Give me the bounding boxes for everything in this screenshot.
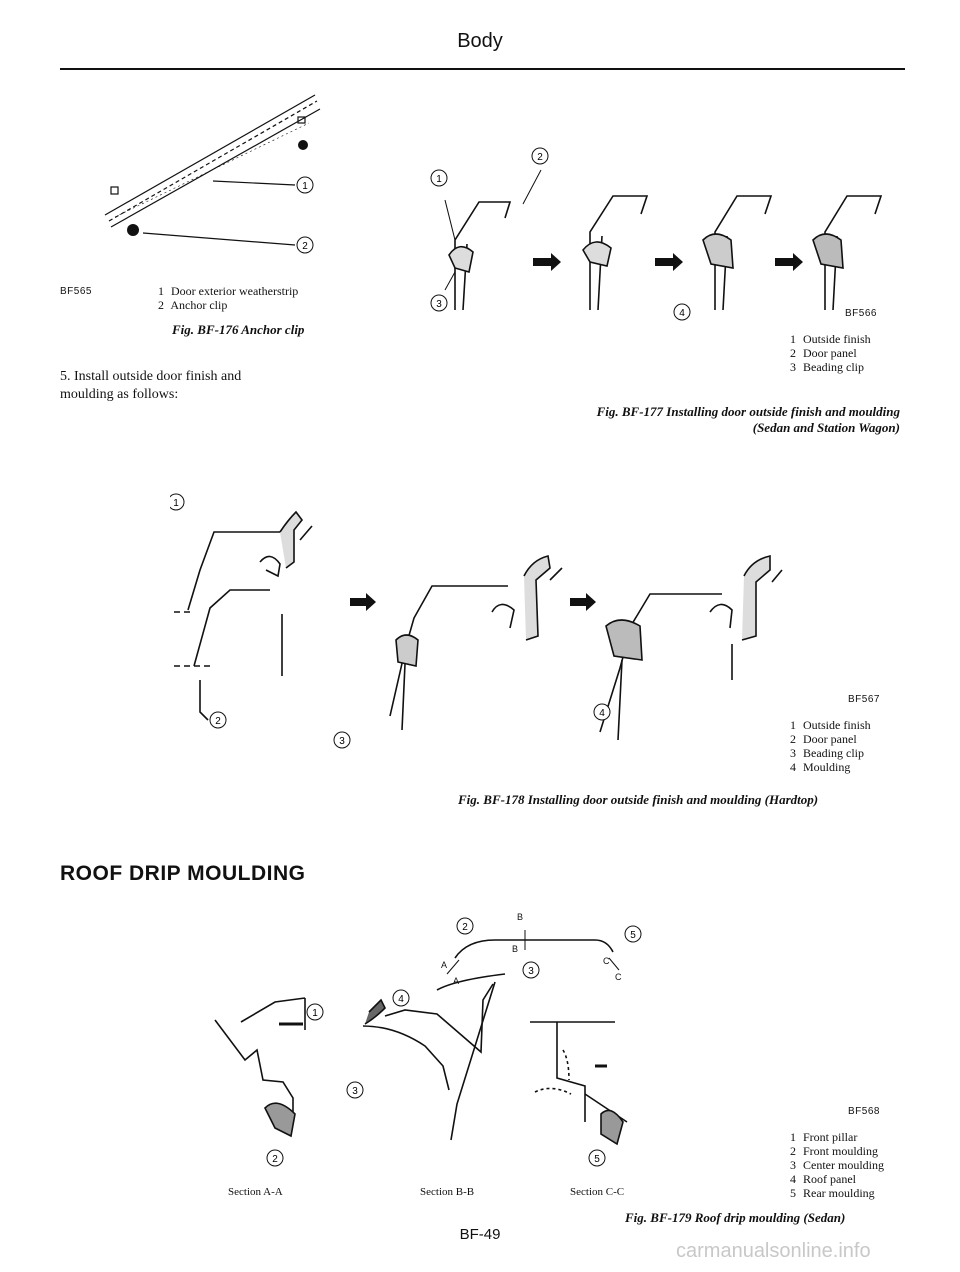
step-5-text: 5. Install outside door finish and mould… [60, 369, 242, 402]
fig176-caption: Fig. BF-176 Anchor clip [172, 322, 305, 337]
svg-text:4: 4 [398, 994, 404, 1005]
callout-2: 2 [209, 711, 227, 729]
svg-text:4: 4 [599, 708, 605, 719]
svg-text:2: 2 [462, 922, 468, 933]
legend-item: 1 Outside finish [790, 718, 871, 732]
roof-drip-moulding-illustration: A A B B C C 1 2 2 3 3 4 5 5 [214, 912, 642, 1167]
callout-2: 2 [456, 917, 474, 935]
legend-item: 1 Front pillar [790, 1130, 858, 1144]
svg-text:1: 1 [173, 498, 179, 509]
fig177-caption: Fig. BF-177 Installing door outside fini… [596, 404, 900, 435]
page-header-title: Body [457, 30, 503, 52]
legend-item: 5 Rear moulding [790, 1186, 875, 1200]
svg-text:2: 2 [302, 241, 308, 252]
callout-4: 4 [392, 989, 410, 1007]
callout-3: 3 [346, 1081, 364, 1099]
svg-text:3: 3 [339, 736, 345, 747]
anchor-clip-icon [298, 140, 308, 150]
callout-3: 3 [522, 961, 540, 979]
fig178-legend: 1 Outside finish 2 Door panel 3 Beading … [790, 718, 871, 774]
section-mark-c: C [603, 956, 610, 966]
svg-text:1: 1 [302, 181, 308, 192]
legend-item: 2 Door panel [790, 732, 857, 746]
svg-text:2: 2 [215, 716, 221, 727]
fig178-caption: Fig. BF-178 Installing door outside fini… [458, 792, 819, 807]
fig179-caption: Fig. BF-179 Roof drip moulding (Sedan) [625, 1210, 846, 1225]
section-mark-a: A [441, 960, 447, 970]
section-mark-c: C [615, 972, 622, 982]
svg-text:2: 2 [537, 152, 543, 163]
legend-item: 3 Beading clip [790, 746, 864, 760]
header-rule [60, 68, 905, 70]
page-number: BF-49 [459, 1226, 501, 1243]
figure-code-bf567: BF567 [848, 694, 880, 705]
fig179-legend: 1 Front pillar 2 Front moulding 3 Center… [790, 1130, 884, 1200]
svg-text:4: 4 [679, 308, 685, 319]
svg-text:2: 2 [272, 1154, 278, 1165]
callout-4: 4 [673, 303, 691, 321]
fig176-legend: 1 Door exterior weatherstrip 2 Anchor cl… [158, 284, 298, 312]
watermark: carmanualsonline.info [676, 1240, 871, 1262]
callout-5: 5 [588, 1149, 606, 1167]
callout-2: 2 [531, 147, 549, 165]
svg-text:1: 1 [312, 1008, 318, 1019]
section-mark-b: B [512, 944, 518, 954]
door-finish-sedan-illustration: 1 2 3 4 [430, 147, 883, 321]
anchor-clip-illustration: 1 2 [104, 94, 321, 254]
anchor-clip-icon [127, 224, 139, 236]
section-label-aa: Section A-A [228, 1186, 283, 1198]
svg-text:5: 5 [630, 930, 636, 941]
arrow-icon [533, 253, 561, 271]
legend-item: 3 Beading clip [790, 360, 864, 374]
callout-1: 1 [170, 493, 185, 511]
legend-item: 2 Anchor clip [158, 298, 228, 312]
door-finish-hardtop-illustration: 1 2 3 4 [170, 493, 783, 749]
figure-code-bf566: BF566 [845, 308, 877, 319]
section-label-bb: Section B-B [420, 1186, 475, 1198]
callout-3: 3 [430, 294, 448, 312]
svg-text:3: 3 [436, 299, 442, 310]
legend-item: 2 Door panel [790, 346, 857, 360]
callout-1: 1 [296, 176, 314, 194]
legend-item: 4 Moulding [790, 760, 851, 774]
svg-text:3: 3 [528, 966, 534, 977]
figure-code-bf565: BF565 [60, 286, 92, 297]
legend-item: 2 Front moulding [790, 1144, 879, 1158]
svg-text:1: 1 [436, 174, 442, 185]
figure-code-bf568: BF568 [848, 1106, 880, 1117]
section-heading-roof-drip-moulding: ROOF DRIP MOULDING [60, 862, 306, 885]
legend-item: 1 Door exterior weatherstrip [158, 284, 299, 298]
arrow-icon [655, 253, 683, 271]
arrow-icon [775, 253, 803, 271]
section-mark-a: A [453, 976, 459, 986]
callout-2: 2 [266, 1149, 284, 1167]
legend-item: 1 Outside finish [790, 332, 871, 346]
callout-2: 2 [296, 236, 314, 254]
legend-item: 3 Center moulding [790, 1158, 884, 1172]
arrow-icon [350, 593, 376, 611]
callout-1: 1 [306, 1003, 324, 1021]
legend-item: 4 Roof panel [790, 1172, 856, 1186]
section-mark-b: B [517, 912, 523, 922]
callout-3: 3 [333, 731, 351, 749]
section-label-cc: Section C-C [570, 1186, 625, 1198]
fig177-legend: 1 Outside finish 2 Door panel 3 Beading … [790, 332, 871, 374]
svg-text:5: 5 [594, 1154, 600, 1165]
callout-5: 5 [624, 925, 642, 943]
callout-1: 1 [430, 169, 448, 187]
arrow-icon [570, 593, 596, 611]
callout-4: 4 [593, 703, 611, 721]
svg-text:3: 3 [352, 1086, 358, 1097]
